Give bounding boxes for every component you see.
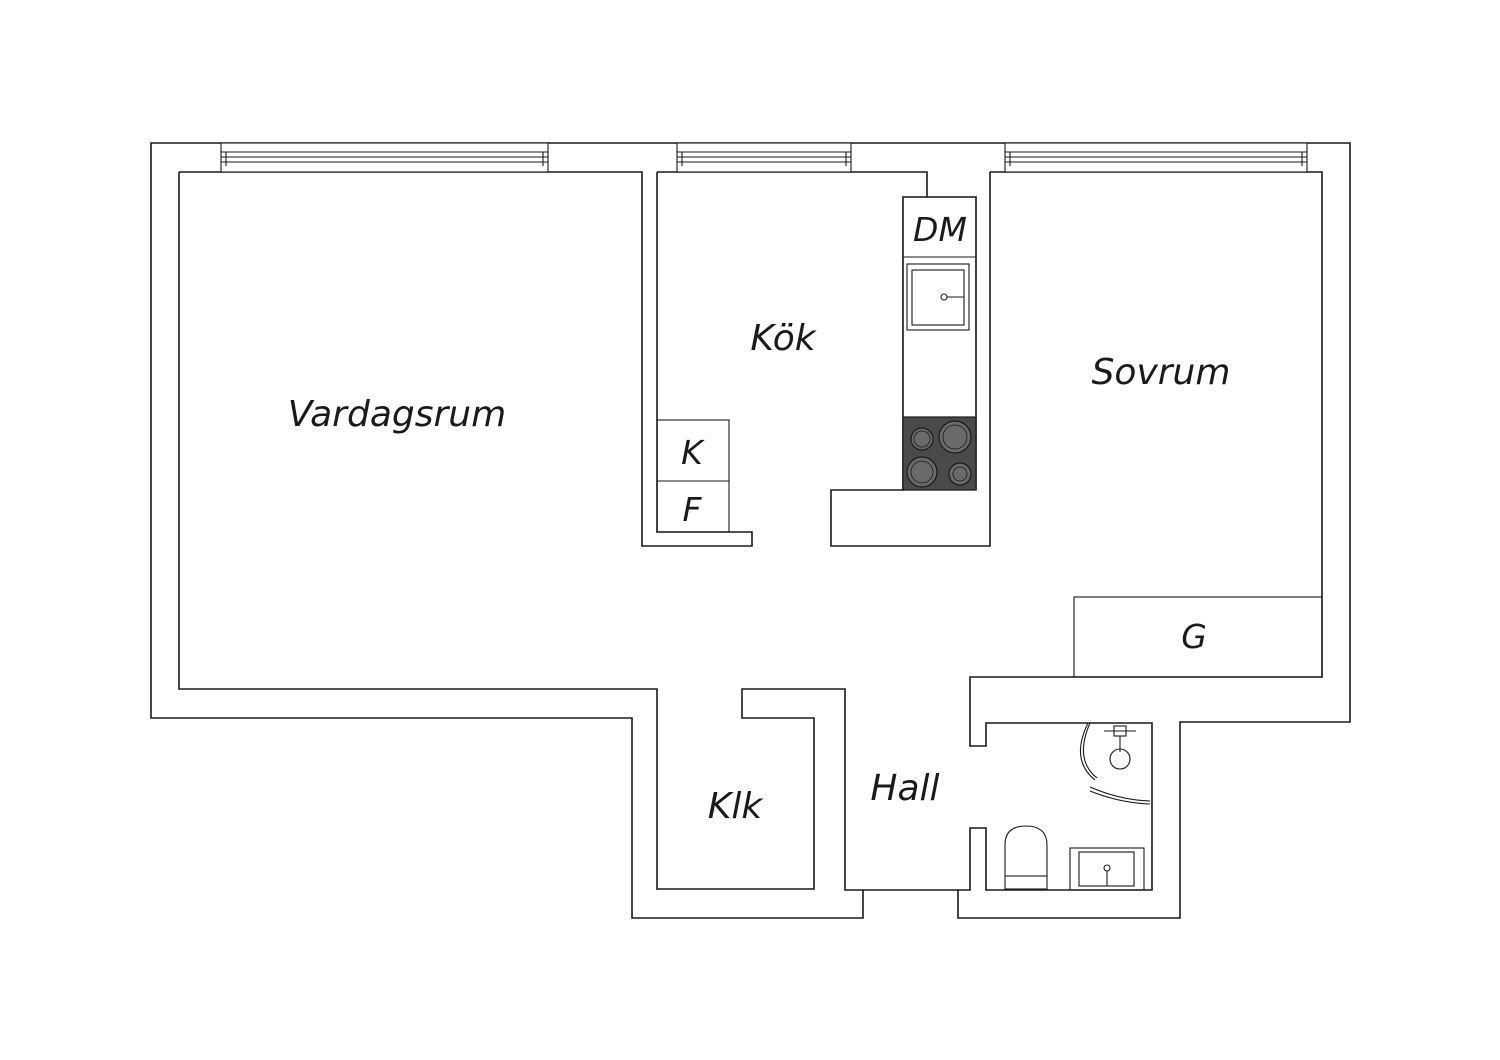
room-label-closet: Klk — [708, 786, 765, 827]
room-label-living-room: Vardagsrum — [288, 394, 506, 435]
sink-icon — [906, 263, 970, 331]
bedroom-wall — [958, 171, 1323, 891]
window-bedroom — [1004, 142, 1308, 173]
fixture-label-dishwasher: DM — [913, 210, 967, 249]
stove-icon — [902, 416, 977, 491]
wardrobe — [1073, 596, 1323, 678]
shower-icon — [1079, 722, 1151, 805]
fixture-label-wardrobe: G — [1181, 617, 1207, 656]
toilet-icon — [1004, 825, 1048, 890]
room-label-bedroom: Sovrum — [1092, 352, 1231, 393]
window-living-room — [220, 142, 549, 173]
living-room-wall — [178, 171, 863, 891]
fridge-freezer-unit — [656, 419, 730, 533]
room-label-kitchen: Kök — [750, 318, 817, 359]
window-kitchen — [676, 142, 852, 173]
room-label-hall: Hall — [870, 768, 939, 809]
washbasin-icon — [1069, 847, 1145, 891]
fixture-label-freezer: F — [683, 490, 703, 529]
fixture-label-fridge: K — [681, 433, 705, 472]
